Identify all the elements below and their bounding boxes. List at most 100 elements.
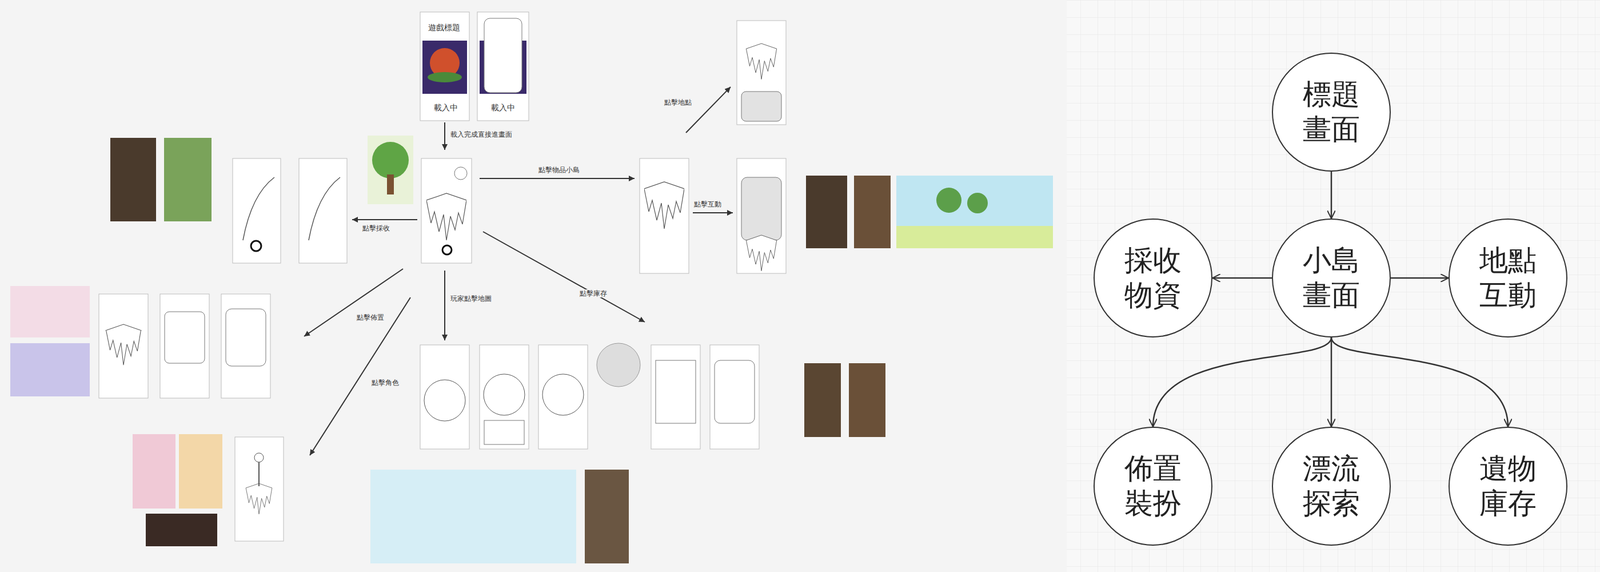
button-sketch [454, 166, 468, 180]
drift-path [308, 177, 341, 241]
flow-label: 玩家點擊地圖 [449, 294, 493, 303]
flow-label: 載入中 [432, 102, 460, 113]
reference-screenshot [10, 285, 90, 338]
flow-circle: 小島 畫面 [1271, 218, 1391, 338]
island-sketch [745, 43, 777, 79]
reference-screenshot [896, 225, 1053, 249]
phone-screen [160, 293, 210, 398]
reference-screenshot [854, 175, 891, 249]
reference-screenshot [145, 513, 218, 546]
button-sketch [250, 240, 262, 251]
node-text: 漂流 探索 [1299, 451, 1363, 521]
flow-arrow [483, 231, 645, 322]
phone-screen [221, 293, 271, 398]
dialog-box [741, 91, 782, 122]
phone-screen [298, 158, 347, 263]
reference-screenshot [806, 175, 848, 249]
reference-screenshot [110, 137, 157, 222]
title-art [422, 40, 468, 94]
flow-label: 點擊地點 [663, 98, 693, 107]
node-text: 採收 物資 [1121, 242, 1185, 313]
grid [1066, 0, 1600, 572]
flow-circle: 地點 互動 [1448, 218, 1568, 338]
flow-arrow [352, 218, 418, 221]
figure-sketch [254, 452, 264, 462]
phone-screen [232, 158, 281, 263]
grid-sketch [655, 360, 696, 424]
reference-screenshot [164, 137, 212, 222]
phone-screen [736, 158, 786, 274]
radar-sketch [483, 373, 525, 416]
tree-art [386, 174, 394, 195]
phone-screen [538, 344, 588, 449]
node-text: 小島 畫面 [1299, 242, 1363, 313]
flow-circle: 標題 畫面 [1271, 52, 1391, 172]
flow-connector [1330, 171, 1333, 219]
phone-screen [98, 293, 149, 398]
radar-sketch [424, 379, 466, 421]
island-sketch [426, 193, 467, 241]
reference-screenshot [584, 469, 629, 564]
flow-arrow [479, 177, 635, 179]
drift-path [242, 177, 275, 241]
dialog-box [164, 311, 205, 363]
flow-label: 點擊角色 [370, 378, 401, 387]
node-text: 佈置 裝扮 [1121, 451, 1185, 521]
button-sketch [442, 245, 452, 255]
node-text: 遺物 庫存 [1476, 451, 1540, 521]
figure-sketch [258, 461, 260, 486]
phone-screen [420, 344, 470, 449]
reference-screenshot [967, 192, 988, 214]
flow-arrow [692, 212, 733, 214]
island-sketch [745, 234, 777, 271]
flow-label: 遊戲標題 [427, 22, 462, 33]
dialog-box [484, 18, 522, 93]
reference-screenshot [132, 433, 176, 509]
island-sketch [106, 324, 142, 365]
phone-screen [639, 158, 689, 274]
radar-sketch [542, 373, 584, 416]
reference-screenshot [370, 469, 577, 564]
flow-arrow [444, 270, 446, 341]
reference-screenshot [804, 362, 841, 437]
reference-sketch [596, 342, 641, 387]
phone-screen [479, 344, 529, 449]
reference-screenshot [896, 175, 1053, 249]
phone-screen [651, 344, 701, 449]
flow-circle: 漂流 探索 [1271, 426, 1391, 546]
flow-circle: 採收 物資 [1093, 218, 1213, 338]
phone-screen [234, 436, 284, 541]
flow-circle: 佈置 裝扮 [1093, 426, 1213, 546]
flow-label: 載入完成直接進畫面 [449, 130, 514, 139]
dialog-box [714, 360, 755, 424]
flow-arrow [309, 297, 411, 456]
island-sketch [644, 181, 685, 229]
reference-screenshot [936, 187, 962, 213]
flow-label: 點擊互動 [692, 200, 723, 209]
flow-label: 點擊物品小島 [537, 165, 581, 174]
tree-art [372, 141, 409, 179]
dialog-box [225, 308, 266, 366]
tree-art [367, 135, 414, 205]
island-sketch [245, 483, 273, 514]
node-text: 標題 畫面 [1299, 77, 1363, 147]
flow-connector [1212, 277, 1272, 279]
left-ground [0, 0, 1067, 572]
phone-screen [709, 344, 760, 449]
flow-label: 點擊佈置 [355, 313, 386, 322]
flow-connector [1330, 337, 1333, 427]
flow-arrow [685, 86, 731, 133]
flow-label: 點擊庫存 [578, 289, 609, 298]
dialog-box [484, 420, 525, 445]
phone-screen [421, 158, 472, 263]
flow-circle: 遺物 庫存 [1448, 426, 1568, 546]
node-text: 地點 互動 [1476, 242, 1540, 313]
flow-arrow [444, 122, 446, 150]
flow-connector [1331, 337, 1508, 427]
phone-screen [477, 12, 529, 121]
flow-arrow [304, 268, 404, 337]
reference-screenshot [848, 362, 886, 437]
title-art [427, 72, 462, 83]
